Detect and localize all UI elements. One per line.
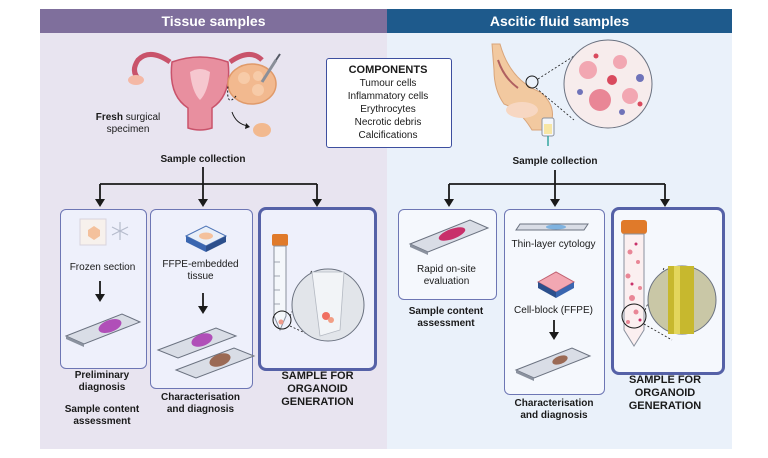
ascitic-tube-zoom (647, 265, 717, 335)
component-item: Tumour cells (359, 78, 417, 89)
tissue-assessment-label: Sample content (64, 404, 140, 415)
component-item: Calcifications (358, 130, 418, 141)
uterus-illustration (128, 52, 281, 137)
cell-block-label: Cell-block (FFPE) (514, 305, 593, 316)
preliminary-diagnosis-label-2: diagnosis (78, 382, 126, 393)
thin-layer-label: Thin-layer cytology (511, 239, 596, 250)
ffpe-cassette-icon (184, 225, 228, 252)
snowflake-icon (111, 222, 129, 240)
specimen-word: specimen (106, 124, 150, 135)
rose-label-2: evaluation (423, 276, 470, 287)
rose-slide (408, 219, 490, 255)
ascitic-characterisation-label: Characterisation (514, 398, 594, 409)
tissue-block-icon (88, 226, 100, 240)
frozen-section-label: Frozen section (69, 262, 136, 273)
cells-zoom (563, 39, 653, 129)
component-item: Necrotic debris (354, 117, 422, 128)
fresh-specimen-label: Fresh surgical (88, 112, 168, 124)
surgical-word: surgical (125, 112, 161, 123)
cell-block-icon (536, 271, 576, 298)
thin-layer-slide (515, 223, 589, 231)
ffpe-label: FFPE-embedded (162, 259, 239, 270)
ascitic-header: Ascitic fluid samples (387, 9, 732, 33)
ascitic-organoid-label: SAMPLE FOR (628, 374, 702, 386)
component-item: Inflammatory cells (347, 91, 429, 102)
tissue-organoid-label: SAMPLE FOR (281, 370, 354, 382)
ffpe-slides (156, 327, 256, 379)
ascitic-sample-collection: Sample collection (512, 156, 598, 167)
components-box (326, 58, 452, 148)
ascitic-organoid-label-2: ORGANOID (634, 387, 696, 399)
component-item: Erythrocytes (360, 104, 416, 115)
ascitic-tube-icon (621, 220, 673, 347)
components-title: COMPONENTS (348, 64, 428, 76)
rose-label: Rapid on-site (417, 264, 476, 275)
tissue-tube-zoom (291, 268, 365, 342)
abdomen-illustration (491, 43, 575, 146)
tissue-branch-arrows (99, 167, 318, 201)
tissue-assessment-label-2: assessment (73, 416, 131, 427)
ascitic-organoid-label-3: GENERATION (628, 400, 702, 412)
frozen-slide (64, 313, 142, 347)
ascitic-branch-arrows (448, 170, 666, 201)
tissue-organoid-label-2: ORGANOID (287, 383, 348, 395)
ascitic-assessment-label-2: assessment (417, 318, 475, 329)
ffpe-label-2: tissue (187, 271, 214, 282)
tissue-sample-collection: Sample collection (160, 154, 246, 165)
preliminary-diagnosis-label: Preliminary (74, 370, 130, 381)
ascitic-assessment-label: Sample content (408, 306, 484, 317)
ascitic-characterisation-label-2: and diagnosis (520, 410, 588, 421)
fresh-word: Fresh (95, 112, 123, 123)
cell-block-slide (514, 347, 592, 381)
tissue-organoid-label-3: GENERATION (281, 396, 354, 408)
tissue-header: Tissue samples (40, 9, 387, 33)
tissue-characterisation-label: Characterisation (161, 392, 240, 403)
tissue-characterisation-label-2: and diagnosis (166, 404, 235, 415)
